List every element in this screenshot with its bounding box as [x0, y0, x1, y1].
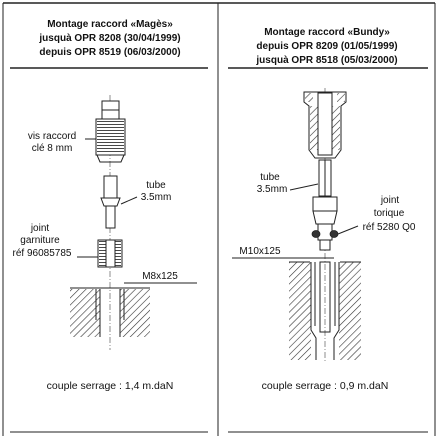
- frame: [2, 2, 436, 436]
- right-label-thread: M10x125: [239, 246, 281, 257]
- left-label-joint-1: joint: [30, 223, 50, 234]
- right-title-line-3: jusquà OPR 8518 (05/03/2000): [255, 55, 397, 66]
- right-title-line-1: Montage raccord «Bundy»: [264, 27, 390, 38]
- right-caption: couple serrage : 0,9 m.daN: [262, 380, 389, 392]
- right-label-joint-1: joint: [380, 195, 400, 206]
- left-label-joint-3: réf 96085785: [13, 248, 72, 259]
- left-label-vis-2: clé 8 mm: [32, 143, 73, 154]
- left-joint-garniture: [97, 239, 123, 268]
- right-joint-torique: [311, 196, 339, 251]
- right-bolt-section: [303, 91, 347, 159]
- left-label-tube-2: 3.5mm: [141, 192, 172, 203]
- right-label-joint-3: réf 5280 Q0: [363, 222, 416, 233]
- left-title-line-3: depuis OPR 8519 (06/03/2000): [39, 47, 180, 58]
- right-label-joint-2: torique: [374, 208, 405, 219]
- left-label-joint-2: garniture: [20, 235, 60, 246]
- right-label-tube-1: tube: [260, 172, 280, 183]
- left-title-line-2: jusquà OPR 8208 (30/04/1999): [38, 33, 180, 44]
- left-caption: couple serrage : 1,4 m.daN: [47, 380, 174, 392]
- right-threaded-base: [289, 261, 361, 360]
- left-label-vis-1: vis raccord: [28, 131, 76, 142]
- left-title-line-1: Montage raccord «Magès»: [47, 19, 173, 30]
- left-panel: Montage raccord «Magès» jusquà OPR 8208 …: [13, 19, 197, 392]
- vis-raccord-bolt: [95, 100, 126, 163]
- right-panel: Montage raccord «Bundy» depuis OPR 8209 …: [232, 27, 416, 392]
- left-threaded-base: [70, 287, 150, 337]
- right-label-tube-2: 3.5mm: [257, 184, 288, 195]
- left-tube: [100, 175, 121, 229]
- right-tube: [318, 159, 332, 197]
- left-label-thread: M8x125: [142, 271, 178, 282]
- right-title-line-2: depuis OPR 8209 (01/05/1999): [256, 41, 397, 52]
- left-label-tube-1: tube: [146, 180, 166, 191]
